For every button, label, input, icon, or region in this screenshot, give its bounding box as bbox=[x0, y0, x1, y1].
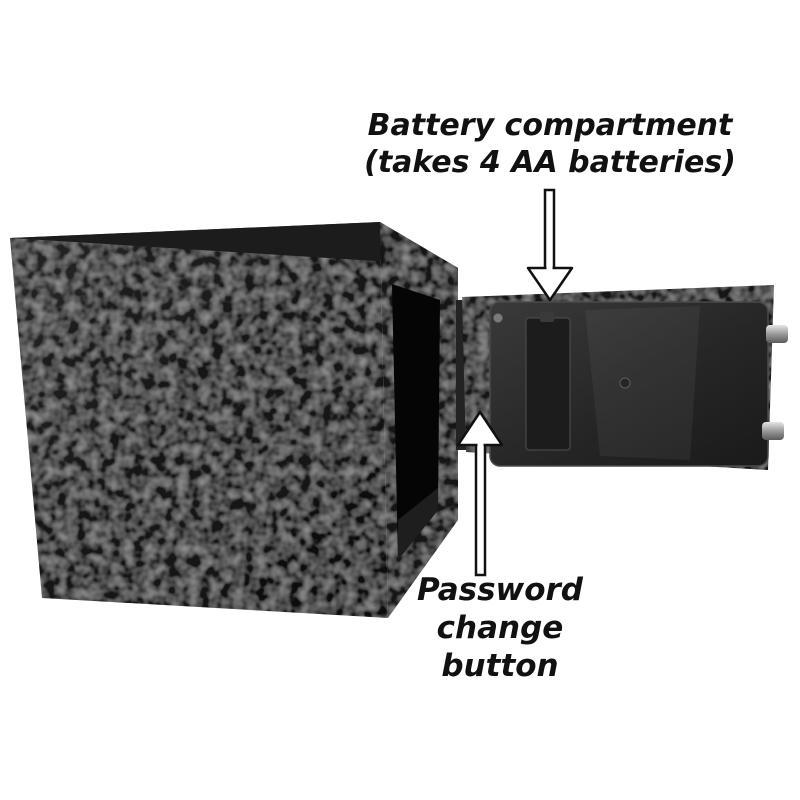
safe-side-face bbox=[10, 222, 388, 618]
panel-screw bbox=[492, 312, 504, 324]
password-callout-line1: Password bbox=[417, 572, 583, 608]
locking-bolt-lower bbox=[762, 422, 784, 440]
password-callout-line3: button bbox=[441, 647, 559, 684]
safe-interior-floor bbox=[398, 488, 438, 560]
battery-cover-latch bbox=[540, 312, 554, 322]
panel-center-screw bbox=[619, 377, 631, 389]
safe-interior bbox=[392, 284, 440, 560]
safe-door bbox=[462, 285, 788, 470]
battery-callout-line2: (takes 4 AA batteries) bbox=[364, 144, 736, 180]
battery-compartment-callout: Battery compartment (takes 4 AA batterie… bbox=[340, 108, 760, 181]
battery-arrow bbox=[526, 188, 574, 302]
battery-callout-line1: Battery compartment bbox=[367, 108, 733, 143]
panel-reflection bbox=[585, 306, 700, 460]
safe-top-edge bbox=[10, 222, 458, 268]
password-arrow bbox=[456, 410, 504, 577]
password-callout-line2: change bbox=[436, 609, 564, 646]
locking-bolt-upper bbox=[766, 325, 788, 343]
password-button-callout: Password change button bbox=[395, 572, 605, 685]
battery-compartment-cover bbox=[525, 317, 571, 451]
safe-body bbox=[10, 222, 481, 618]
